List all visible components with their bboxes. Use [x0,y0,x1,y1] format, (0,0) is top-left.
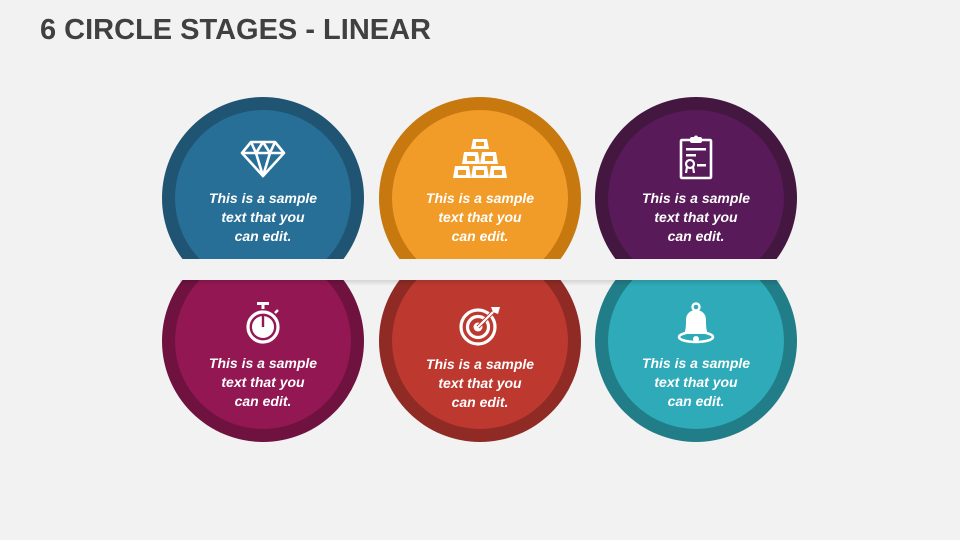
stage-5-text-line-1: This is a sample [425,356,535,372]
stage-1-text-line-3: can edit. [234,228,292,244]
divider-shadow-bottom-row [180,280,780,286]
page-title: 6 CIRCLE STAGES - LINEAR [40,14,431,46]
stage-5-circle: This is a sample text that you can edit. [379,280,581,442]
stage-2-inner-disc [392,110,568,259]
stage-3-text-line-1: This is a sample [641,190,751,206]
stage-1-inner-disc [175,110,351,259]
stage-4-text-line-3: can edit. [234,393,292,409]
certificate-clipboard-icon [679,135,713,180]
stage-6-text-line-2: text that you [654,374,738,390]
stage-5-inner-disc [392,280,568,429]
stage-3-text-line-3: can edit. [667,228,725,244]
stopwatch-icon [246,302,280,344]
target-icon [459,307,500,346]
bell-icon [677,302,715,344]
stage-3-text-line-2: text that you [654,209,738,225]
stage-6-text-line-3: can edit. [667,393,725,409]
stage-6-text-line-1: This is a sample [641,355,751,371]
gold-bars-icon [453,139,507,178]
stage-3-circle: This is a sample text that you can edit. [595,97,797,259]
stage-2-circle: This is a sample text that you can edit. [379,97,581,259]
stage-2-text-line-3: can edit. [451,228,509,244]
stage-4-circle: This is a sample text that you can edit. [162,280,364,442]
stage-4-text-line-1: This is a sample [208,355,318,371]
stage-1-circle: This is a sample text that you can edit. [162,97,364,259]
diamond-icon [240,140,286,178]
stage-2-text-line-2: text that you [438,209,522,225]
stage-2-text-line-1: This is a sample [425,190,535,206]
stage-4-text-line-2: text that you [221,374,305,390]
stage-5-text-line-2: text that you [438,375,522,391]
stage-3-inner-disc [608,110,784,259]
stage-5-text-line-3: can edit. [451,394,509,410]
stage-1-text-line-1: This is a sample [208,190,318,206]
stage-1-text-line-2: text that you [221,209,305,225]
stage-6-inner-disc [608,280,784,429]
stage-6-circle: This is a sample text that you can edit. [595,280,797,442]
